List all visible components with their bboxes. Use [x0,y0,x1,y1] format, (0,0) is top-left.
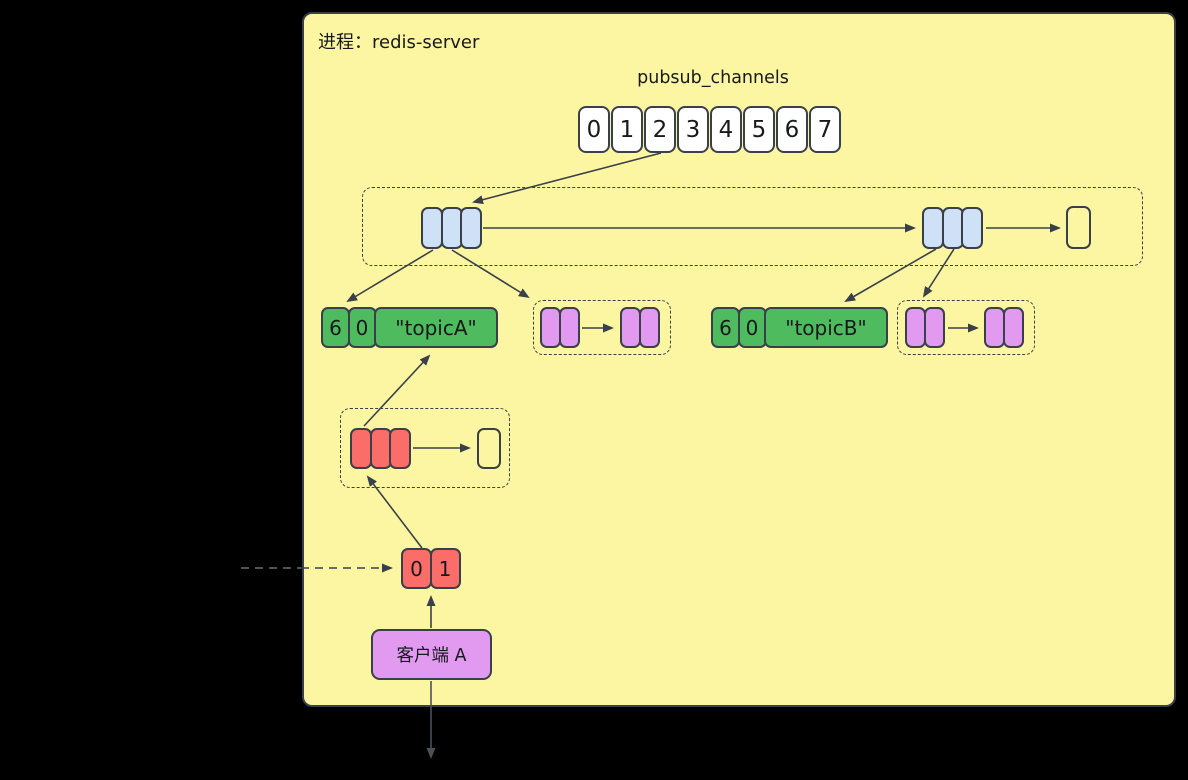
null-tail-cell [477,428,501,469]
bucket-cell-0: 0 [578,106,610,153]
channel-table-title: pubsub_channels [637,68,789,88]
bucket-array: 0 1 2 3 4 5 6 7 [578,106,842,153]
subscriber-node-b2 [984,307,1024,348]
null-tail-cell [1066,206,1091,249]
subscriber-cell [923,307,945,348]
subscriber-cell [558,307,580,348]
entry-field-cell [922,207,944,249]
subscriber-cell [984,307,1005,348]
bucket-cell-2: 2 [644,106,676,153]
entry-field-cell [961,207,983,249]
bucket-cell-4: 4 [710,106,742,153]
client-struct-node [350,428,411,469]
subscriber-node-b1 [905,307,945,348]
process-label: 进程：redis-server [318,32,480,53]
fd-cell-1: 1 [429,548,461,589]
dict-entries-dashed-box [362,187,1143,266]
subscriber-cell [620,307,641,348]
topic-a-header-cell-0: 6 [321,307,350,348]
subscriber-list-a-dashed-box [533,300,671,355]
bucket-cell-1: 1 [611,106,643,153]
client-a-label: 客户端 A [396,646,467,666]
topic-a-header-cell-1: 0 [347,307,377,348]
subscriber-node-a2 [620,307,660,348]
bucket-cell-6: 6 [776,106,808,153]
topic-b-label: "topicB" [764,307,888,348]
entry-field-cell [421,207,443,249]
dict-entry-left [421,207,482,249]
topic-b-header-cell-1: 0 [737,307,767,348]
topic-a-node: 6 0 "topicA" [321,307,498,348]
fd-cell-0: 0 [401,548,432,589]
entry-field-cell [460,207,482,249]
subscriber-cell [638,307,660,348]
subscriber-list-b-dashed-box [897,300,1035,355]
topic-a-label: "topicA" [374,307,498,348]
topic-b-node: 6 0 "topicB" [711,307,888,348]
bucket-cell-5: 5 [743,106,775,153]
topic-b-header-cell-0: 6 [711,307,740,348]
fd-pair-node: 0 1 [401,548,461,589]
dict-entry-right [922,207,983,249]
subscriber-cell [1002,307,1024,348]
client-a-box: 客户端 A [371,629,492,680]
bucket-cell-3: 3 [677,106,709,153]
bucket-cell-7: 7 [809,106,841,153]
subscriber-cell [540,307,561,348]
subscriber-cell [905,307,926,348]
subscriber-node-a1 [540,307,580,348]
client-struct-cell [350,428,372,469]
client-struct-cell [389,428,411,469]
